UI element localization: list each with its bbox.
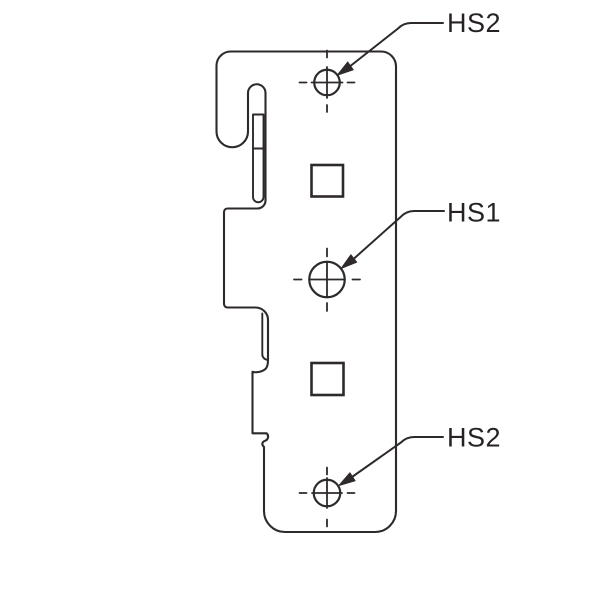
callout-hs1-middle: HS1 bbox=[340, 198, 501, 269]
callout-hs2-top: HS2 bbox=[336, 8, 501, 76]
callout-label-hs2-bottom: HS2 bbox=[447, 423, 501, 453]
crosshair-icon bbox=[311, 477, 343, 509]
arrowhead-icon bbox=[340, 254, 358, 269]
square-cutout-bottom bbox=[310, 361, 345, 397]
upper-tab-slot-detail bbox=[252, 113, 265, 204]
bracket-outline bbox=[215, 50, 398, 534]
leader-line bbox=[352, 210, 445, 260]
crosshair-icon bbox=[308, 261, 346, 298]
centerline-dashes bbox=[298, 466, 356, 528]
centerline-dashes bbox=[298, 49, 356, 113]
center-mark-middle-hole bbox=[293, 247, 361, 312]
callout-label-hs2-top: HS2 bbox=[447, 8, 501, 38]
leader-line bbox=[351, 436, 444, 478]
center-mark-top-hole bbox=[298, 49, 356, 113]
center-mark-bottom-hole bbox=[298, 466, 356, 528]
leader-line bbox=[350, 22, 444, 67]
callout-label-hs1-middle: HS1 bbox=[447, 198, 501, 228]
bracket-plate bbox=[215, 49, 398, 534]
lower-tab-fold-line bbox=[261, 312, 269, 361]
square-cutout-top bbox=[310, 163, 345, 198]
crosshair-icon bbox=[310, 66, 344, 99]
callout-hs2-bottom: HS2 bbox=[338, 423, 501, 486]
arrowhead-icon bbox=[338, 472, 356, 486]
arrowhead-icon bbox=[336, 61, 354, 76]
centerline-dashes bbox=[293, 247, 361, 312]
